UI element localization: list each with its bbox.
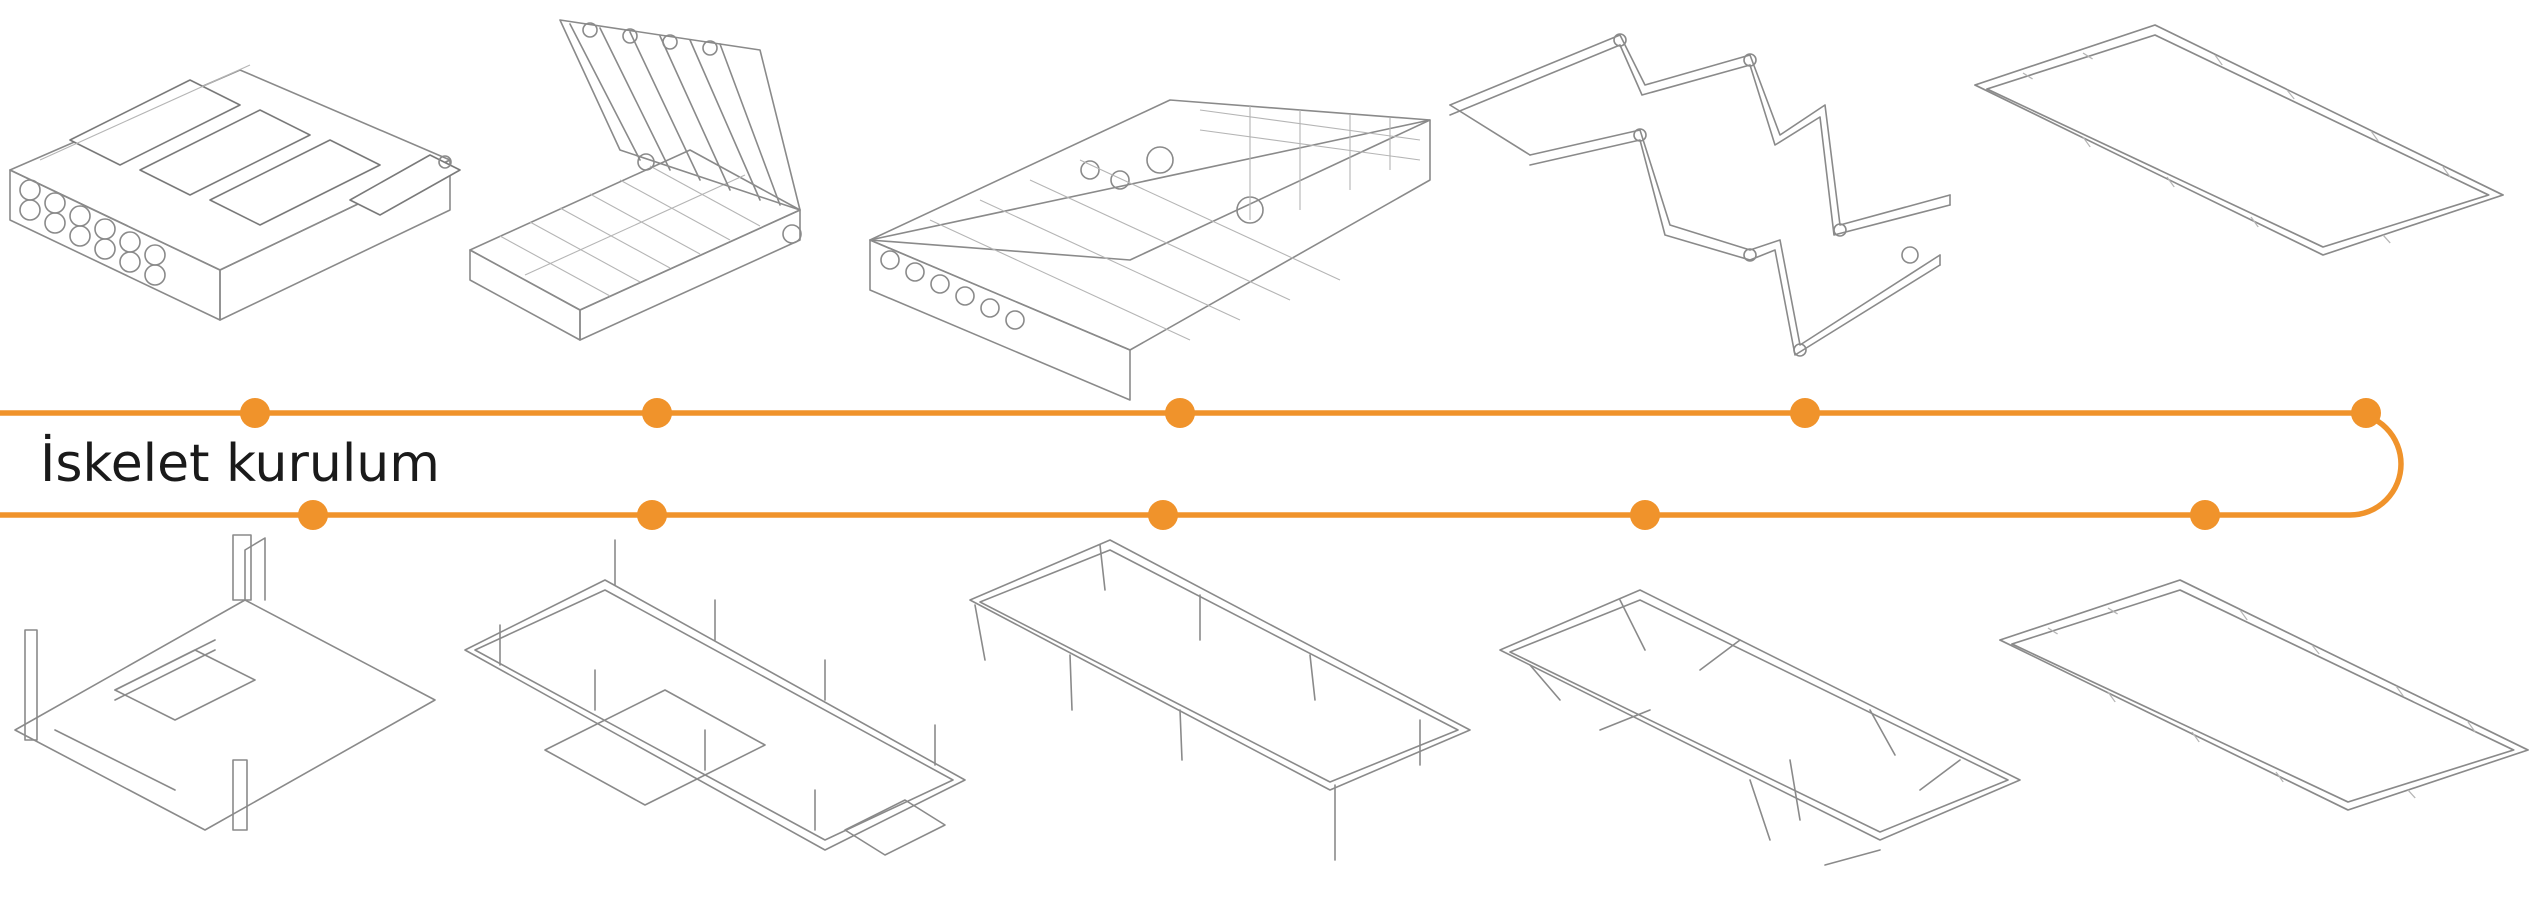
- step-unfolding-stack-sketch: [470, 20, 801, 340]
- step-6-marker: [2190, 500, 2220, 530]
- step-8-marker: [1148, 500, 1178, 530]
- diagram-title: İskelet kurulum: [40, 433, 440, 494]
- step-3-marker: [1165, 398, 1195, 428]
- step-4-marker: [1790, 398, 1820, 428]
- step-2-marker: [642, 398, 672, 428]
- step-10-marker: [298, 500, 328, 530]
- step-corner-assembly-sketch: [15, 535, 435, 830]
- step-frame-legs-folded-sketch: [2000, 580, 2528, 810]
- step-5-marker: [2351, 398, 2381, 428]
- step-frame-laid-out-sketch: [1975, 25, 2503, 255]
- step-9-marker: [637, 500, 667, 530]
- step-half-unfolded-sketch: [870, 100, 1430, 400]
- step-frame-legs-folding-sketch: [1500, 590, 2020, 865]
- step-platform-with-posts-sketch: [465, 540, 965, 855]
- step-zigzag-unfold-sketch: [1450, 34, 1950, 356]
- step-1-marker: [240, 398, 270, 428]
- step-7-marker: [1630, 500, 1660, 530]
- step-folded-stack-sketch: [10, 65, 460, 320]
- step-frame-legs-down-sketch: [970, 540, 1470, 860]
